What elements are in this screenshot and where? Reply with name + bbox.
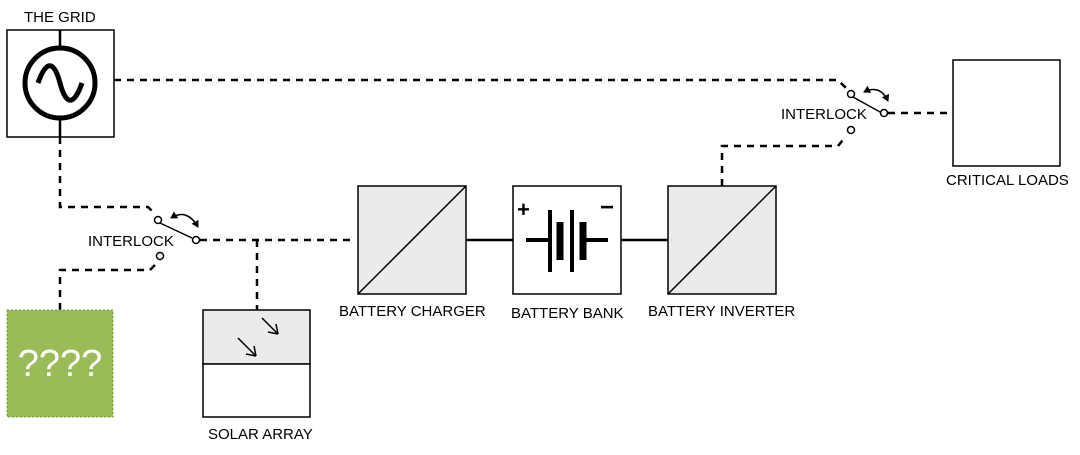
- battery-charger-box: [357, 185, 467, 295]
- solar-array: [202, 309, 311, 418]
- unknown-source-box: [6, 309, 114, 418]
- battery-inverter-box: [667, 185, 777, 295]
- battery-bank-box: + −: [512, 185, 622, 295]
- battery-bank-label: BATTERY BANK: [511, 305, 624, 322]
- top-interlock-switch: [846, 85, 890, 135]
- sunlight-arrows-icon: [237, 317, 279, 357]
- unknown-source-wire: [58, 264, 156, 310]
- battery-cells-icon: [526, 210, 608, 272]
- battery-inverter-label: BATTERY INVERTER: [648, 303, 795, 320]
- critical-loads-box: [952, 59, 1061, 167]
- grid-source: [6, 29, 115, 138]
- battery-charger-label: BATTERY CHARGER: [339, 303, 486, 320]
- grid-label: THE GRID: [24, 9, 96, 26]
- bottom-interlock-switch: [153, 211, 201, 261]
- solar-array-label: SOLAR ARRAY: [208, 426, 313, 443]
- unknown-source-label: ????: [18, 343, 103, 385]
- interlock-top-label: INTERLOCK: [781, 106, 867, 123]
- grid-to-lower-interlock-wire: [58, 137, 153, 212]
- curved-double-arrow-icon: [863, 85, 890, 102]
- battery-plus-sign: +: [517, 197, 530, 222]
- battery-minus-sign: −: [600, 194, 614, 221]
- inverter-to-interlock-wire: [720, 135, 847, 186]
- grid-to-loads-wire: [114, 78, 849, 91]
- curved-double-arrow-icon: [170, 211, 199, 228]
- critical-loads-label: CRITICAL LOADS: [946, 172, 1069, 189]
- interlock-bottom-label: INTERLOCK: [88, 233, 174, 250]
